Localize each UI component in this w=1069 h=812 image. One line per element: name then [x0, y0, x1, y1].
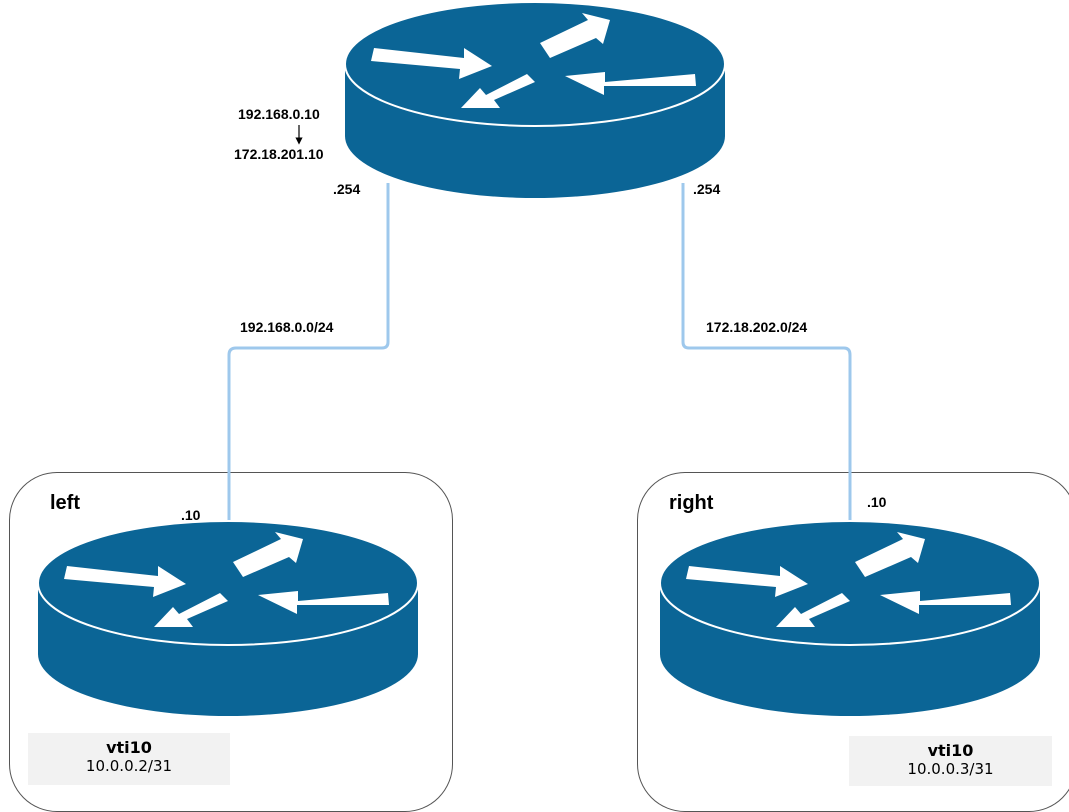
left-network-label: 192.168.0.0/24 [240, 319, 334, 335]
router-icon-right [659, 520, 1041, 716]
nat-to-label: 172.18.201.10 [234, 146, 324, 162]
interface-name-right: vti10 [927, 741, 974, 760]
site-name-right: right [669, 492, 714, 514]
site-name-left: left [50, 492, 80, 514]
link-right [681, 183, 852, 532]
interface-box-left: vti10 10.0.0.2/31 [28, 733, 230, 785]
nat-from-label: 192.168.0.10 [238, 106, 320, 122]
router-icon-core [344, 1, 726, 198]
core-right-port-label: .254 [693, 181, 721, 197]
core-left-port-label: .254 [333, 181, 361, 197]
router-icon-left [37, 520, 419, 716]
right-network-label: 172.18.202.0/24 [706, 319, 808, 335]
interface-name-left: vti10 [106, 738, 152, 757]
interface-address-left: 10.0.0.2/31 [85, 757, 173, 775]
right-port-label: .10 [867, 494, 887, 510]
link-left [227, 183, 390, 532]
left-port-label: .10 [181, 507, 201, 523]
interface-address-right: 10.0.0.3/31 [907, 760, 994, 778]
interface-box-right: vti10 10.0.0.3/31 [849, 736, 1052, 786]
